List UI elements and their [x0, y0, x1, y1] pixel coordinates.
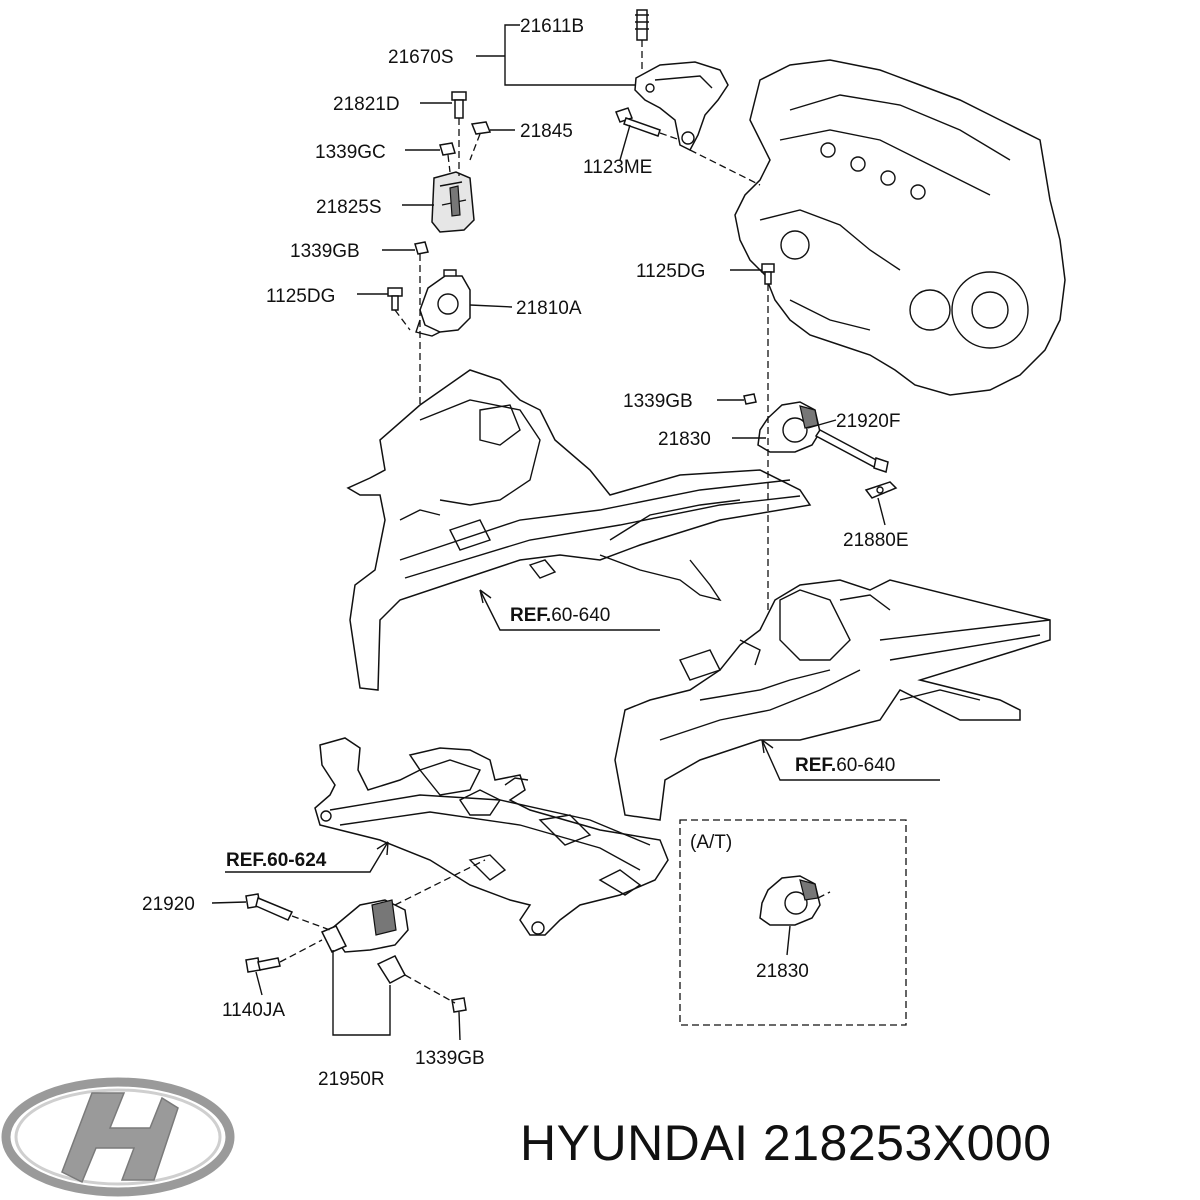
subframe-crossmember	[314, 737, 669, 936]
ref2-leader	[761, 739, 940, 781]
ref-label-1: REF.60-640	[510, 605, 610, 626]
nut-1339GC	[439, 142, 456, 156]
label-leaders	[211, 24, 886, 1041]
brand-part-number: HYUNDAI 218253X000	[520, 1115, 1052, 1171]
ref-label-2-prefix: REF.	[795, 755, 836, 776]
bracket-21825S	[431, 171, 475, 233]
bracket-21670S	[634, 9, 729, 151]
mount-21810A	[415, 269, 471, 337]
ref-label-1-prefix: REF.	[510, 605, 551, 626]
ref-label-2: REF.60-640	[795, 755, 895, 776]
label-1123ME: 1123ME	[583, 157, 652, 178]
label-21830-at: 21830	[756, 961, 809, 982]
right-frame-member	[614, 579, 1051, 821]
bolt-1123ME	[615, 107, 661, 137]
label-21920F: 21920F	[836, 411, 900, 432]
label-1339GC: 1339GC	[315, 142, 386, 163]
leader-1339GB-lower	[404, 974, 456, 1004]
bolt-21920	[245, 893, 294, 921]
leader-1339GC	[447, 154, 451, 173]
leader-bushing-up	[394, 859, 486, 906]
bolt-21920F	[814, 429, 889, 473]
bolt-1140JA	[245, 957, 281, 973]
label-1339GB-lower: 1339GB	[415, 1048, 485, 1069]
nut-1339GB-lower	[451, 997, 467, 1013]
leader-1140JA	[279, 939, 323, 963]
leader-engine	[689, 149, 761, 186]
label-21845: 21845	[520, 121, 573, 142]
label-21920: 21920	[142, 894, 195, 915]
ref3-arrow	[376, 841, 389, 856]
mount-21830-upper	[757, 401, 821, 453]
label-21880E: 21880E	[843, 530, 909, 551]
nut-21845	[470, 121, 492, 135]
bolt-1125DG-left	[387, 287, 403, 311]
leader-1125DG-left	[394, 309, 411, 331]
label-1339GB-upper: 1339GB	[290, 241, 360, 262]
ref1-arrow	[479, 589, 492, 604]
label-1339GB-right: 1339GB	[623, 391, 693, 412]
bracket-21880E	[864, 481, 898, 499]
at-box	[679, 819, 907, 1026]
leader-21845	[469, 133, 481, 161]
ref2-arrow	[761, 739, 774, 754]
label-1125DG-left: 1125DG	[266, 286, 335, 307]
nut-1339GB-upper	[414, 241, 429, 255]
bolt-1125DG-right	[761, 263, 775, 285]
leader-1123ME	[659, 132, 681, 141]
label-21670S: 21670S	[388, 47, 454, 68]
leader-21920	[291, 915, 331, 931]
ref-label-2-number: 60-640	[836, 755, 895, 776]
ref-label-3: REF.60-624	[226, 850, 327, 871]
label-1125DG-right: 1125DG	[636, 261, 705, 282]
at-box-title: (A/T)	[690, 832, 732, 853]
label-1140JA: 1140JA	[222, 1000, 285, 1021]
bushing-21950R	[320, 899, 409, 984]
label-21611B: 21611B	[520, 16, 584, 37]
ref-label-1-number: 60-640	[551, 605, 610, 626]
label-21810A: 21810A	[516, 298, 582, 319]
left-frame-member	[346, 369, 812, 691]
label-21830-upper: 21830	[658, 429, 711, 450]
engine-block	[734, 59, 1066, 396]
label-21950R: 21950R	[318, 1069, 385, 1090]
nut-1339GB-right	[743, 393, 757, 405]
bolt-21821D	[451, 91, 467, 119]
ref1-leader	[479, 589, 660, 631]
hyundai-logo-icon	[1, 1077, 235, 1197]
ref3-leader	[225, 841, 389, 873]
label-21825S: 21825S	[316, 197, 382, 218]
label-21821D: 21821D	[333, 94, 400, 115]
